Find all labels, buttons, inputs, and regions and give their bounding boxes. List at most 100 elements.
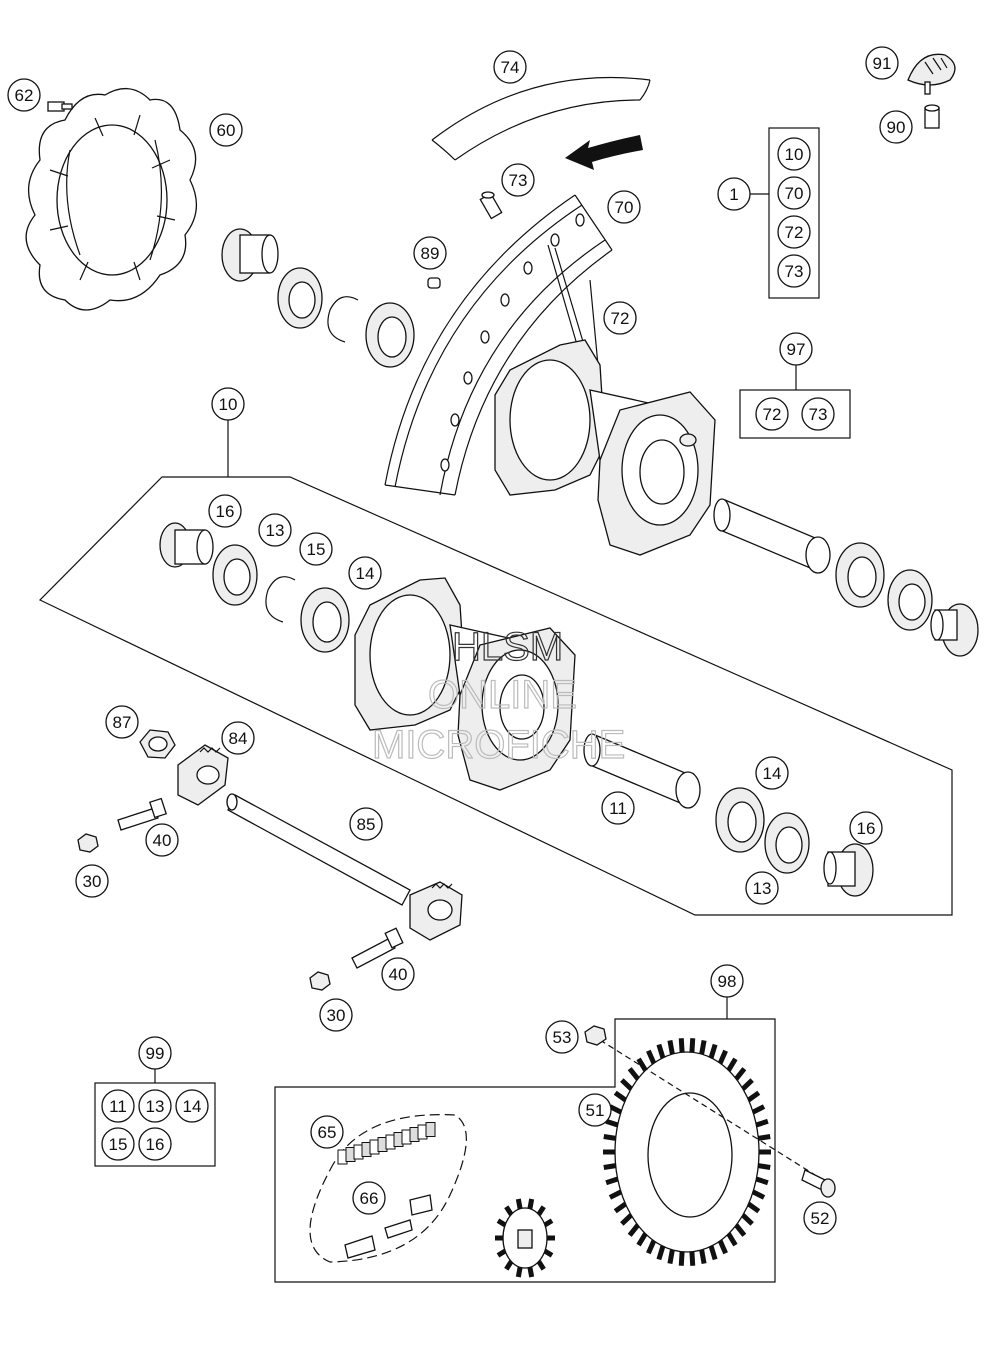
front-sprocket [495, 1198, 555, 1278]
kit97-item-72: 72 [755, 397, 789, 431]
sprocket-tooth [717, 1239, 728, 1255]
sprocket-tooth [678, 1038, 685, 1053]
svg-text:16: 16 [216, 502, 235, 521]
svg-text:16: 16 [857, 819, 876, 838]
chain-adjuster-right [409, 881, 463, 941]
front-sprocket-tooth [543, 1248, 554, 1258]
svg-text:HLSM: HLSM [452, 625, 563, 669]
front-sprocket-tooth [504, 1260, 514, 1271]
sprocket-tooth [605, 1118, 619, 1128]
sprocket-tooth [667, 1039, 675, 1055]
sprocket-tooth [603, 1163, 617, 1170]
sprocket-tooth [613, 1090, 627, 1103]
front-sprocket-tooth [536, 1260, 546, 1271]
sprocket-tooth [608, 1104, 623, 1115]
sprocket-tooth [603, 1134, 617, 1141]
callout-13: 13 [745, 871, 779, 905]
front-sprocket-tooth [543, 1218, 554, 1228]
callout-70: 70 [607, 190, 641, 224]
spacer-16-right [823, 843, 874, 897]
sprocket-tooth [627, 1223, 640, 1237]
callout-85: 85 [349, 807, 383, 841]
callout-52: 52 [803, 1201, 837, 1235]
callout-91: 91 [865, 46, 899, 80]
svg-text:15: 15 [307, 540, 326, 559]
kit1-box [768, 127, 820, 299]
svg-text:30: 30 [83, 872, 102, 891]
svg-text:40: 40 [389, 965, 408, 984]
sprocket-tooth [605, 1176, 619, 1186]
callout-65: 65 [310, 1115, 344, 1149]
callout-13: 13 [258, 513, 292, 547]
front-sprocket-tooth [504, 1205, 514, 1216]
sprocket-tooth [755, 1118, 769, 1128]
kit1-item-72: 72 [777, 215, 811, 249]
callout-14: 14 [755, 756, 789, 790]
svg-text:70: 70 [785, 184, 804, 203]
seal-13-left [212, 544, 258, 606]
seal-13-right [764, 812, 810, 874]
sprocket-tooth [656, 1245, 666, 1261]
sprocket-tooth [678, 1251, 685, 1266]
svg-text:14: 14 [183, 1097, 202, 1116]
svg-text:72: 72 [611, 309, 630, 328]
callout-62: 62 [7, 78, 41, 112]
kit99-item-11: 11 [101, 1089, 135, 1123]
sprocket-tooth [751, 1189, 766, 1200]
sprocket-tooth [689, 1038, 696, 1053]
sprocket-tooth [667, 1249, 675, 1265]
sprocket-tooth [726, 1057, 738, 1072]
svg-text:73: 73 [785, 262, 804, 281]
sprocket-tooth [656, 1043, 666, 1059]
sprocket-tooth [755, 1176, 769, 1186]
callout-74: 74 [493, 50, 527, 84]
sprocket-tooth [734, 1067, 747, 1081]
sprocket-tooth [741, 1078, 754, 1091]
chain-adjuster-84 [177, 744, 229, 806]
svg-text:84: 84 [229, 729, 248, 748]
callout-53: 53 [545, 1020, 579, 1054]
svg-text:ONLINE: ONLINE [428, 673, 577, 717]
kit99-item-15: 15 [101, 1127, 135, 1161]
rim [384, 194, 613, 496]
sprocket-tooth [708, 1043, 718, 1059]
callout-15: 15 [299, 532, 333, 566]
front-sprocket-tooth [496, 1248, 507, 1258]
spacer-top-right [930, 603, 979, 657]
kit97-box [739, 389, 851, 439]
callout-90: 90 [879, 110, 913, 144]
svg-text:40: 40 [153, 831, 172, 850]
svg-text:11: 11 [609, 799, 627, 818]
sprocket-tooth [620, 1078, 633, 1091]
callout-14: 14 [348, 556, 382, 590]
callout-87: 87 [105, 705, 139, 739]
svg-text:89: 89 [421, 244, 440, 263]
svg-text:73: 73 [509, 171, 528, 190]
kit99-item-14: 14 [175, 1089, 209, 1123]
callout-30: 30 [319, 998, 353, 1032]
svg-text:13: 13 [146, 1097, 165, 1116]
svg-text:52: 52 [811, 1209, 830, 1228]
svg-text:53: 53 [553, 1028, 572, 1047]
hub-body [354, 577, 576, 791]
sprocket-tooth [627, 1067, 640, 1081]
svg-text:91: 91 [873, 54, 892, 73]
svg-text:98: 98 [718, 972, 737, 991]
spacer-16-left [159, 522, 214, 568]
svg-text:11: 11 [109, 1097, 127, 1116]
callout-89: 89 [413, 236, 447, 270]
sprocket-tooth [741, 1213, 754, 1226]
callout-99: 99 [138, 1036, 172, 1070]
front-sprocket-tooth [527, 1198, 535, 1210]
brake-disc [25, 88, 197, 311]
callout-16: 16 [208, 494, 242, 528]
front-sprocket-tooth [515, 1198, 523, 1210]
svg-text:10: 10 [785, 145, 804, 164]
svg-text:14: 14 [763, 764, 782, 783]
sprocket-tooth [757, 1134, 771, 1141]
spacer-sleeve-top [713, 498, 831, 574]
svg-text:62: 62 [15, 86, 34, 105]
sprocket-tooth [734, 1223, 747, 1237]
kit97-item-73: 73 [801, 397, 835, 431]
chain-loop [309, 1114, 467, 1263]
